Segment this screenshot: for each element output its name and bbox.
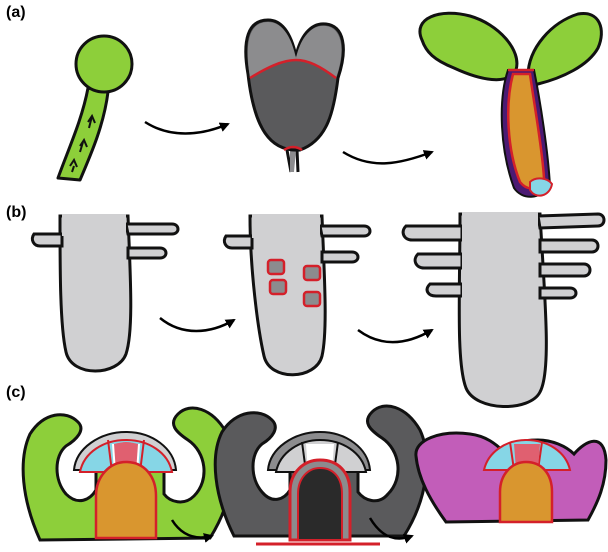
a-arrow-1 bbox=[145, 122, 228, 134]
c-stage2-gray bbox=[215, 406, 426, 544]
a-arrow-2 bbox=[343, 152, 432, 163]
c-stage3-magenta bbox=[416, 433, 606, 522]
b-arrow-2 bbox=[358, 330, 432, 342]
b-stage3-lateral-roots bbox=[403, 212, 604, 407]
a-stage3-seedling bbox=[420, 13, 601, 197]
b-stage2-root-primordia bbox=[224, 214, 370, 375]
b-stage1-root bbox=[32, 210, 178, 371]
c-stage1-green bbox=[23, 408, 232, 540]
a-stage2-bilobed bbox=[246, 20, 344, 172]
panel-a bbox=[58, 13, 601, 197]
panel-b bbox=[32, 210, 604, 407]
a-stage1-stalk-bud bbox=[58, 36, 132, 180]
panel-c bbox=[23, 406, 606, 544]
b-arrow-1 bbox=[160, 318, 234, 331]
